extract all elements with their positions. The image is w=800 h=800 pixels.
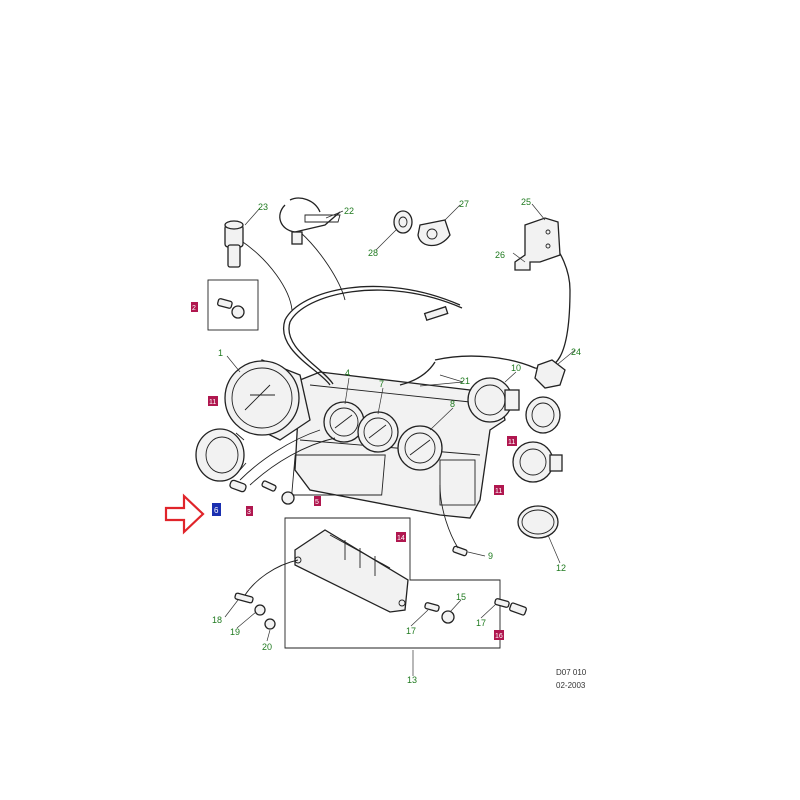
callout-7: 7 — [379, 379, 384, 389]
speedometer-cable — [239, 231, 571, 386]
reference-code: D07 010 02-2003 — [556, 668, 587, 690]
callout-19: 19 — [230, 627, 240, 637]
part-9-bulb — [439, 484, 468, 557]
highlight-marker[interactable]: 11 — [494, 485, 504, 495]
highlight-marker[interactable]: 11 — [507, 436, 517, 446]
callout-10: 10 — [511, 363, 521, 373]
callout-17-right: 17 — [476, 618, 486, 628]
highlight-marker[interactable]: 3 — [246, 506, 253, 516]
callout-23: 23 — [258, 202, 268, 212]
warning-light-panel-outline — [284, 517, 501, 649]
callout-27: 27 — [459, 199, 469, 209]
svg-text:16: 16 — [495, 633, 503, 640]
svg-text:2: 2 — [192, 305, 196, 312]
gauge-10 — [467, 377, 520, 423]
callout-13: 13 — [407, 675, 417, 685]
selected-part-marker[interactable]: 6 — [212, 503, 221, 516]
gauge-right-lower — [512, 441, 563, 483]
highlight-markers: 2 11 11 3 5 14 16 11 — [191, 302, 517, 640]
gauge-1-speedometer — [224, 359, 311, 441]
svg-text:5: 5 — [315, 499, 319, 506]
callout-22: 22 — [344, 206, 354, 216]
callout-1: 1 — [218, 348, 223, 358]
callout-25: 25 — [521, 197, 531, 207]
part-24-clip — [534, 359, 566, 389]
callout-24: 24 — [571, 347, 581, 357]
leader-lines — [224, 203, 576, 676]
svg-text:6: 6 — [214, 506, 219, 515]
callout-numbers: 1 4 7 8 9 10 12 13 15 17 17 18 19 20 21 … — [212, 197, 581, 685]
small-parts-left — [229, 429, 336, 505]
highlight-marker[interactable]: 14 — [396, 532, 406, 542]
reference-number: D07 010 — [556, 668, 587, 677]
callout-20: 20 — [262, 642, 272, 652]
panel-bulbs — [234, 559, 527, 630]
svg-text:11: 11 — [495, 488, 502, 495]
part-28-grommet — [393, 210, 413, 234]
svg-text:11: 11 — [209, 399, 216, 406]
pointer-arrow-icon — [164, 493, 205, 535]
gauge-8 — [397, 425, 443, 471]
bezel-right — [525, 396, 561, 434]
gauge-4 — [323, 401, 365, 443]
highlight-marker[interactable]: 11 — [208, 396, 218, 406]
part-22-cable-tie — [279, 197, 341, 245]
highlight-marker[interactable]: 16 — [494, 630, 504, 640]
highlight-marker[interactable]: 5 — [314, 496, 321, 506]
callout-9: 9 — [488, 551, 493, 561]
callout-18: 18 — [212, 615, 222, 625]
inset-box-part-2 — [207, 279, 259, 331]
svg-text:3: 3 — [247, 509, 251, 516]
svg-text:14: 14 — [397, 535, 405, 542]
part-12-lens — [517, 505, 559, 539]
callout-21: 21 — [460, 376, 470, 386]
part-27-clip — [417, 219, 451, 247]
callout-8: 8 — [450, 399, 455, 409]
callout-15: 15 — [456, 592, 466, 602]
reference-date: 02-2003 — [556, 681, 586, 690]
callout-28: 28 — [368, 248, 378, 258]
highlight-marker[interactable]: 2 — [191, 302, 198, 312]
gauge-7 — [357, 411, 399, 453]
callout-12: 12 — [556, 563, 566, 573]
callout-26: 26 — [495, 250, 505, 260]
svg-text:11: 11 — [508, 439, 515, 446]
part-23-cable-clip — [224, 220, 244, 268]
callout-4: 4 — [345, 368, 350, 378]
warning-light-panel — [294, 529, 409, 613]
callout-17-left: 17 — [406, 626, 416, 636]
bezel-left — [195, 428, 247, 482]
part-25-26-bracket — [514, 217, 561, 271]
